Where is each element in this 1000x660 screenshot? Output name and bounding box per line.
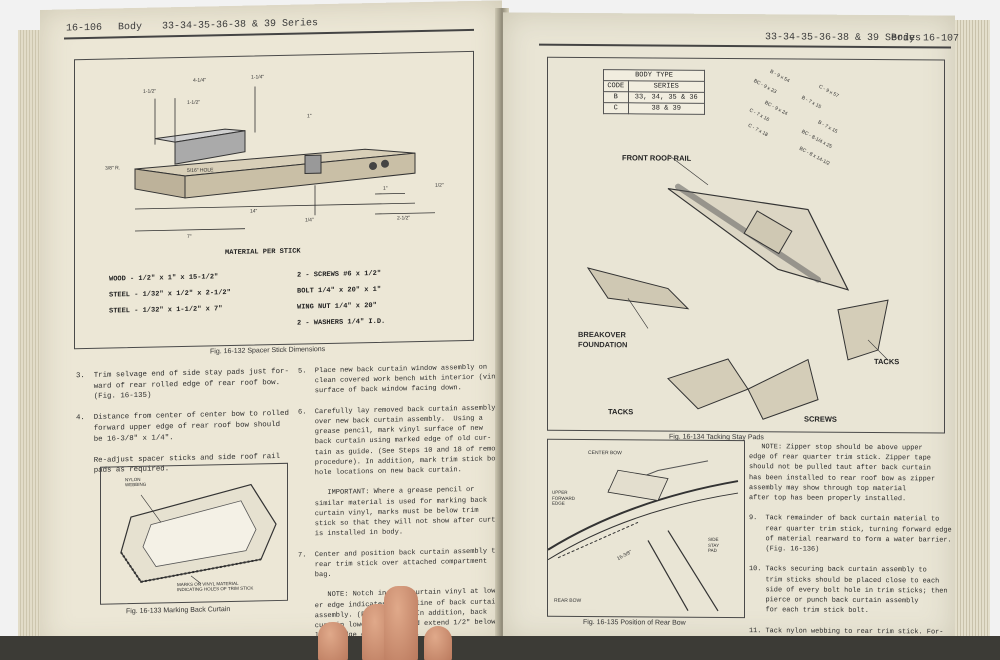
right-column-text: NOTE: Zipper stop should be above upper … — [749, 443, 956, 660]
dim-label-9: 1/4" — [305, 217, 314, 223]
finger-4 — [424, 626, 452, 660]
dim-tag-9: C - 7 x 18 — [747, 123, 769, 139]
left-header-page-number: 16-106 — [66, 22, 103, 35]
dim-tag-4: B - 7 x 15 — [800, 95, 822, 111]
body-type-row-2-code: C — [603, 102, 629, 114]
stay-pads-drawing: B - 9 x 54 C - 9 x 57 BC - 9 x 23 B - 7 … — [586, 69, 899, 424]
left-page: 16-106 Body 33-34-35-36-38 & 39 Series — [40, 0, 508, 660]
label-front-roof-rail: FRONT ROOF RAIL — [622, 153, 692, 162]
left-header-series: 33-34-35-36-38 & 39 Series — [162, 18, 319, 33]
dim-tag-3: BC - 9 x 23 — [752, 78, 777, 95]
figure-16-134: B - 9 x 54 C - 9 x 57 BC - 9 x 23 B - 7 … — [547, 56, 945, 434]
dim-label-5: 1" — [307, 113, 312, 119]
material-right-4: 2 - WASHERS 1/4" I.D. — [297, 317, 386, 328]
material-title: MATERIAL PER STICK — [225, 247, 301, 258]
body-type-title: BODY TYPE — [603, 69, 705, 82]
material-left-2: STEEL - 1/32" x 1/2" x 2-1/2" — [109, 289, 231, 300]
material-left-1: WOOD - 1/2" x 1" x 15-1/2" — [109, 273, 219, 284]
dim-label-7: 5/16" HOLE — [187, 167, 214, 174]
figure-16-132: 1-1/2" 4-1/4" 1-1/4" 1-1/2" 1" 3/8" R. 5… — [74, 50, 474, 350]
back-curtain-drawing — [120, 483, 277, 584]
dim-label-2: 4-1/4" — [193, 78, 206, 84]
right-header-rule — [539, 43, 951, 49]
right-header-section: Body — [891, 33, 916, 45]
finger-1 — [318, 622, 348, 660]
dim-label-3: 1-1/4" — [251, 74, 264, 80]
label-upper-forward-edge: UPPER FORWARD EDGE — [552, 489, 575, 506]
figure-16-135: 16-3/8" CENTER BOW REAR BOW UPPER FORWAR… — [547, 438, 745, 619]
dim-label-8: 14" — [250, 208, 258, 214]
book-edge-right — [952, 20, 990, 640]
left-header-section: Body — [118, 21, 143, 34]
label-center-bow: CENTER BOW — [588, 450, 622, 456]
dim-tag-1: B - 9 x 54 — [769, 69, 791, 85]
caption-fig-16-133: Fig. 16-133 Marking Back Curtain — [126, 606, 231, 616]
label-screws: SCREWS — [804, 415, 837, 424]
finger-3 — [384, 586, 418, 660]
left-column-1-text: 3. Trim selvage end of side stay pads ju… — [76, 367, 289, 476]
spacer-stick-drawing: 1-1/2" 4-1/4" 1-1/4" 1-1/2" 1" 3/8" R. 5… — [105, 74, 444, 240]
label-side-stay-pad: SIDE STAY PAD — [708, 536, 720, 553]
dim-label-6: 3/8" R. — [105, 165, 120, 171]
dim-label-10: 1" — [383, 186, 388, 192]
caption-fig-16-135: Fig. 16-135 Position of Rear Bow — [583, 618, 686, 627]
body-type-col-code: CODE — [603, 80, 629, 92]
material-right-3: WING NUT 1/4" x 20" — [297, 301, 377, 312]
label-breakover-foundation: BREAKOVER FOUNDATION — [578, 329, 628, 350]
dim-tag-2: C - 9 x 57 — [818, 84, 840, 100]
body-type-row-1-code: B — [603, 91, 629, 103]
material-right-1: 2 - SCREWS #6 x 1/2" — [297, 269, 382, 280]
dim-label-11: 2-1/2" — [397, 215, 410, 221]
fig133-label-nylon: NYLON WEBBING — [125, 476, 147, 488]
right-header-page-number: 16-107 — [923, 33, 960, 45]
dim-16-3-8: 16-3/8" — [616, 549, 633, 562]
dim-tag-7: C - 7 x 16 — [748, 107, 770, 123]
caption-fig-16-132: Fig. 16-132 Spacer Stick Dimensions — [210, 346, 326, 356]
dim-label-4: 1-1/2" — [187, 100, 200, 106]
label-rear-bow: REAR BOW — [554, 598, 582, 604]
dim-label-13: 7" — [187, 234, 192, 240]
dim-tag-6: B - 7 x 15 — [817, 119, 839, 135]
dim-label-12: 1/2" — [435, 183, 444, 189]
dim-tag-5: BC - 9 x 24 — [763, 100, 788, 117]
material-right-2: BOLT 1/4" x 20" x 1" — [297, 285, 382, 296]
book-edge-left — [18, 30, 44, 640]
label-tacks-right: TACKS — [874, 357, 899, 366]
body-type-row-1-series: 33, 34, 35 & 36 — [628, 91, 705, 104]
dim-label-1: 1-1/2" — [143, 89, 156, 95]
label-tacks-bottom: TACKS — [608, 407, 633, 416]
dimension-tags: B - 9 x 54 C - 9 x 57 BC - 9 x 23 B - 7 … — [747, 69, 840, 167]
body-type-col-series: SERIES — [628, 80, 705, 93]
fig133-label-marks: MARKS ON VINYL MATERIAL INDICATING HOLES… — [177, 580, 254, 593]
dim-tag-10: BC - 8 x 14-1/2 — [798, 146, 831, 167]
right-page: 33-34-35-36-38 & 39 Series Body 16-107 B… — [503, 12, 959, 660]
body-type-row-2-series: 38 & 39 — [628, 102, 705, 115]
table-surface — [0, 636, 1000, 660]
material-left-3: STEEL - 1/32" x 1-1/2" x 7" — [109, 305, 223, 316]
figure-16-133: NYLON WEBBING MARKS ON VINYL MATERIAL IN… — [100, 462, 288, 605]
body-type-table: BODY TYPE CODE SERIES B 33, 34, 35 & 36 … — [603, 69, 705, 115]
rear-bow-drawing: 16-3/8" CENTER BOW REAR BOW — [547, 450, 739, 612]
